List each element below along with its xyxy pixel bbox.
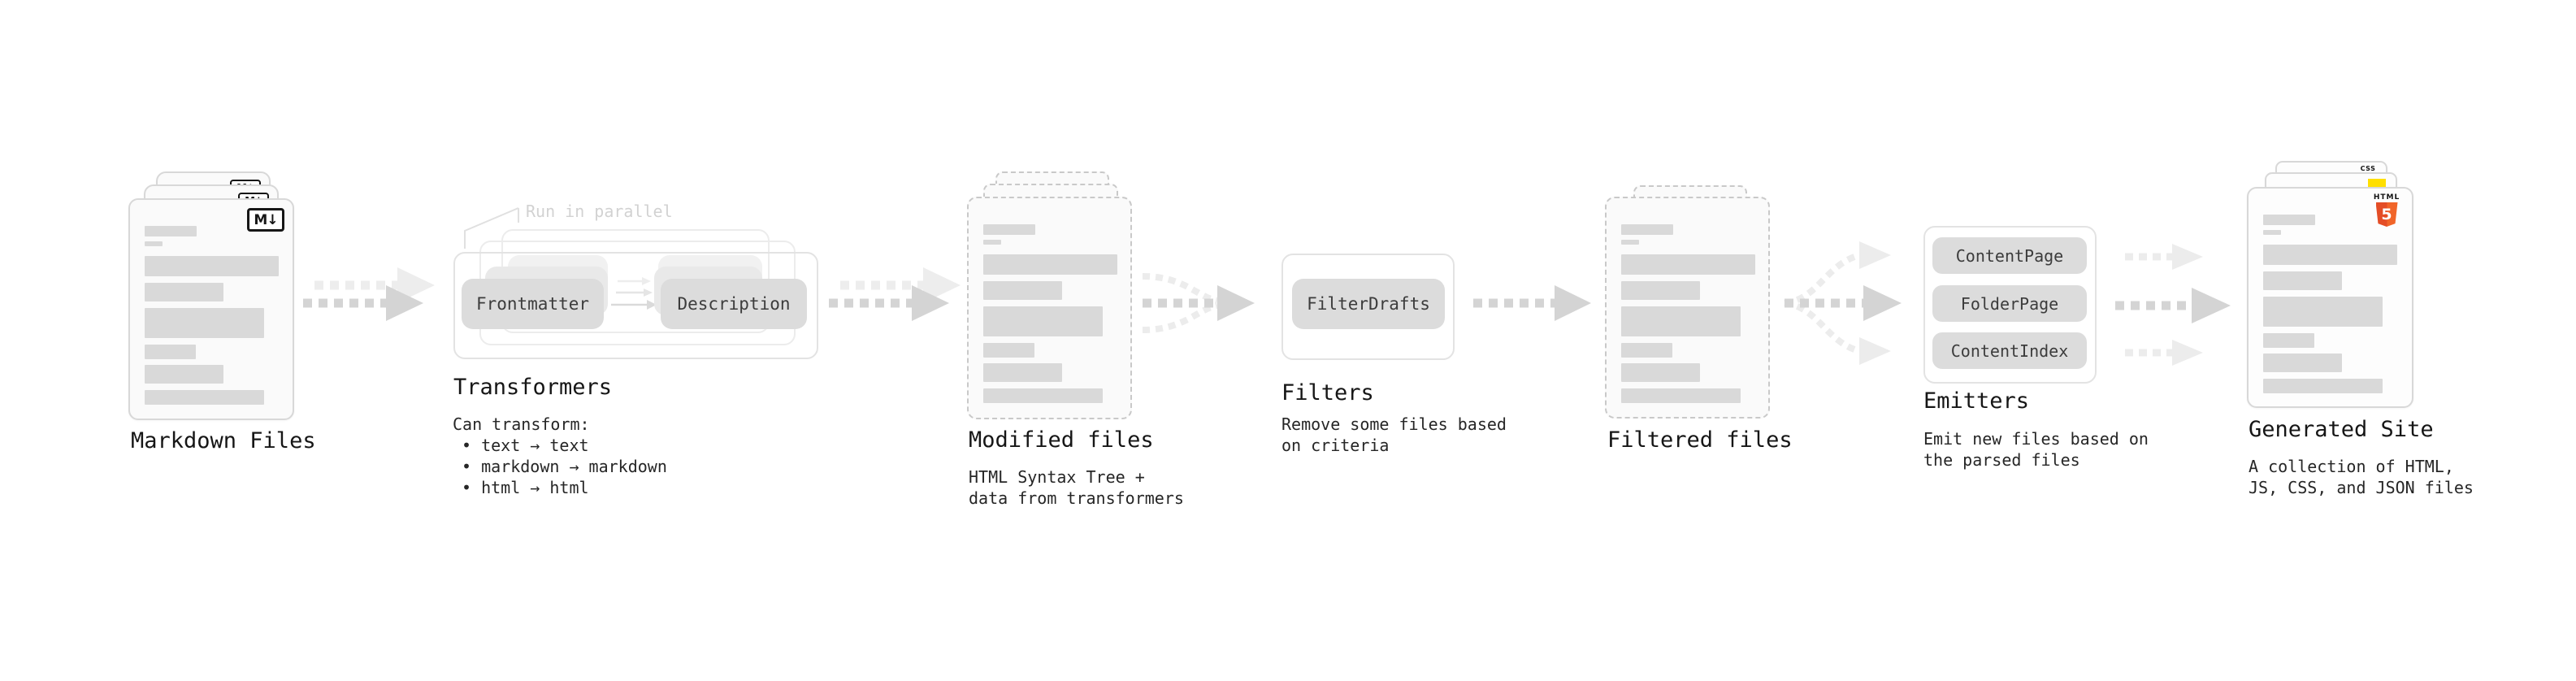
flow-arrow-transformers-to-modified [829,267,961,321]
arrowhead-top [1859,241,1891,269]
skeleton-line [1621,254,1755,275]
arrowhead-ghost [923,267,961,303]
skeleton-line [1621,343,1672,358]
skeleton-line [1621,281,1700,300]
skeleton-line [983,343,1034,358]
document-skeleton-lines [2263,215,2397,393]
html5-icon: HTML 5 [2368,193,2405,227]
generated-file-card-front: HTML 5 [2247,187,2413,408]
flow-arrows-emitters-to-generated [2115,244,2231,366]
filtered-file-card-front [1605,197,1770,419]
skeleton-line [145,365,223,384]
arrowhead [1217,285,1255,321]
skeleton-line [1621,306,1741,336]
skeleton-line [2263,297,2383,327]
skeleton-line [2263,271,2342,290]
document-skeleton-lines [145,226,279,405]
arrowhead-top [2172,244,2203,270]
flow-arrow-modified-to-filters [1142,273,1255,333]
stage-title-modified-files: Modified files [969,427,1154,453]
description-pill: Description [661,279,807,329]
contentpage-pill: ContentPage [1932,237,2087,274]
skeleton-line [2263,230,2281,235]
filterdrafts-pill: FilterDrafts [1292,279,1445,329]
skeleton-line [145,390,264,405]
skeleton-line [1621,388,1741,403]
skeleton-line [983,224,1035,235]
arrowhead-ghost [397,267,435,303]
generated-site-subtitle-2: JS, CSS, and JSON files [2249,478,2474,497]
modified-files-subtitle-2: data from transformers [969,488,1184,508]
run-in-parallel-annotation: Run in parallel [526,202,673,221]
modified-files-subtitle-1: HTML Syntax Tree + [969,467,1145,487]
skeleton-line [2263,245,2397,265]
stage-title-filters: Filters [1281,380,1374,406]
skeleton-line [145,283,223,301]
document-skeleton-lines [1621,224,1755,403]
skeleton-line [145,226,197,236]
skeleton-line [983,254,1117,275]
skeleton-line [145,308,264,338]
skeleton-line [983,240,1001,245]
modified-file-card-front [967,197,1132,419]
annotation-connector-line [464,207,519,249]
arrowhead-bottom [2172,340,2203,366]
arrowhead [1863,285,1902,321]
skeleton-line [145,345,196,359]
arrowhead [1555,285,1591,321]
stage-title-markdown-files: Markdown Files [131,428,316,453]
document-skeleton-lines [983,224,1117,403]
transformers-bullet-3: • html → html [462,478,589,497]
contentindex-pill: ContentIndex [1932,332,2087,369]
skeleton-line [145,241,163,246]
skeleton-line [983,363,1062,382]
parallel-transform-arrows [611,277,657,310]
flow-arrow-markdown-to-transformers [303,267,435,321]
skeleton-line [2263,354,2342,372]
arrowhead [386,285,423,321]
arrowhead [912,285,949,321]
stage-title-transformers: Transformers [453,375,613,400]
skeleton-line [2263,333,2314,348]
skeleton-line [983,306,1103,336]
markdown-file-card-front: M↓ [128,198,294,420]
frontmatter-pill: Frontmatter [462,279,604,329]
stage-title-emitters: Emitters [1923,388,2030,414]
skeleton-line [2263,215,2315,225]
generated-site-subtitle-1: A collection of HTML, [2249,457,2454,476]
arrowhead-middle [2192,288,2231,323]
transformers-bullet-2: • markdown → markdown [462,457,667,476]
stage-title-filtered-files: Filtered files [1607,427,1793,453]
folderpage-pill: FolderPage [1932,285,2087,322]
transformers-subtitle: Can transform: [453,414,590,434]
transformers-bullet-1: • text → text [462,436,589,455]
skeleton-line [1621,363,1700,382]
skeleton-line [145,256,279,276]
markdown-icon: M↓ [247,208,284,232]
transformers-panel-front [453,252,818,359]
emitters-subtitle-1: Emit new files based on [1923,429,2149,449]
skeleton-line [983,281,1062,300]
stage-title-generated-site: Generated Site [2249,417,2434,442]
skeleton-line [983,388,1103,403]
filters-subtitle-2: on criteria [1281,436,1390,455]
arrowhead-bottom [1859,337,1891,365]
emitters-subtitle-2: the parsed files [1923,450,2080,470]
flow-arrow-filtered-to-emitters [1784,241,1902,365]
skeleton-line [1621,224,1673,235]
skeleton-line [2263,379,2383,393]
filters-subtitle-1: Remove some files based [1281,414,1507,434]
skeleton-line [1621,240,1639,245]
flow-arrow-filters-to-filtered [1473,285,1591,321]
